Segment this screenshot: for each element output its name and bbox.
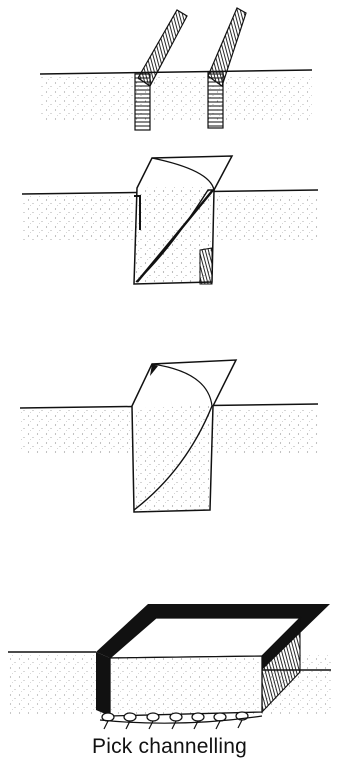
stage-2-slab-rotating — [22, 156, 318, 284]
pick-hole-icon — [236, 712, 248, 728]
figure-caption: Pick channelling — [0, 735, 339, 759]
left-pick-icon — [138, 10, 187, 86]
right-pick-icon — [208, 8, 246, 86]
pick-hole-icon — [192, 713, 204, 729]
pick-hole-icon — [147, 713, 159, 729]
pick-hole-icon — [124, 713, 136, 729]
stage-3-slab-lifted — [20, 360, 318, 512]
pick-hole-icon — [170, 713, 182, 729]
stage-4-channel-block — [8, 604, 331, 729]
stage-1-two-cuts — [40, 8, 312, 130]
